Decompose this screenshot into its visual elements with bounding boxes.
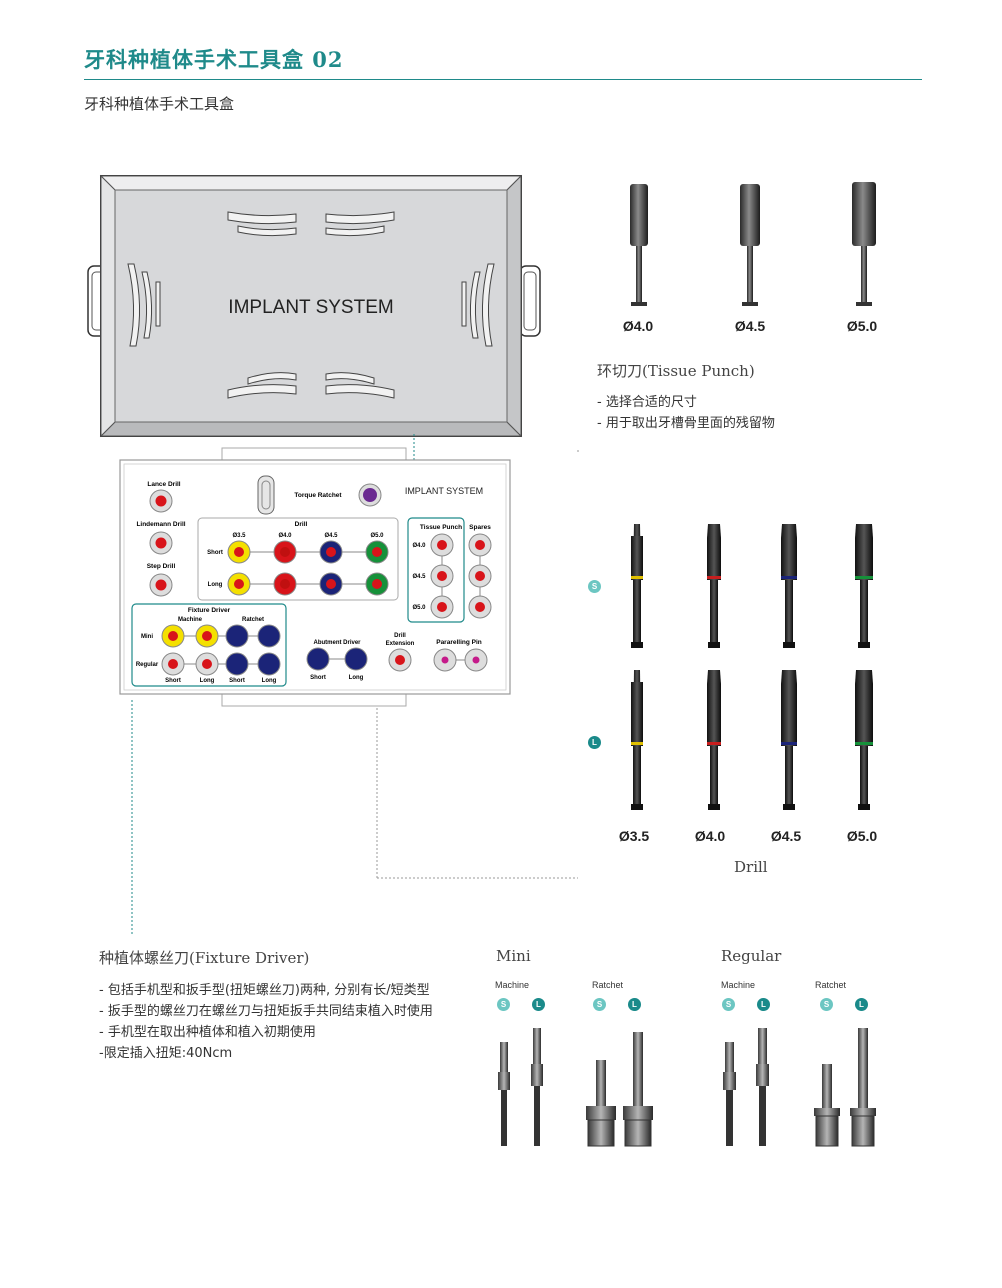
tray-drill-size-label: Ø4.0 — [278, 533, 292, 539]
tray-machine-label: Machine — [178, 617, 203, 623]
tray-fd-short-label-2: Short — [229, 678, 245, 684]
tray-regular-label: Regular — [136, 662, 159, 668]
long-badge: L — [588, 736, 601, 749]
lindemann-drill-label: Lindemann Drill — [136, 521, 185, 528]
mini-ratchet-short — [586, 1060, 616, 1147]
tray-fd-short-label: Short — [165, 678, 181, 684]
drill-size-label: Ø4.0 — [694, 828, 726, 844]
regular-machine-label: Machine — [721, 980, 756, 990]
tray-fd-long-label: Long — [200, 678, 215, 684]
tray-fd-long-label-2: Long — [262, 678, 277, 684]
tray-short-label: Short — [207, 550, 223, 556]
regular-title: Regular — [721, 947, 782, 965]
title-divider — [84, 79, 922, 80]
page-title: 牙科种植体手术工具盒 02 — [84, 47, 344, 72]
mini-machine-short — [498, 1042, 510, 1146]
regular-machine-l-badge: L — [757, 998, 770, 1011]
bullet: - 选择合适的尺寸 — [597, 395, 697, 410]
drill-group-label: Drill — [295, 521, 308, 528]
tray-drill-size-label: Ø4.5 — [324, 533, 338, 539]
tissue-punch-4-0 — [630, 184, 648, 306]
mini-ratchet-l-badge: L — [628, 998, 641, 1011]
mini-machine-l-badge: L — [532, 998, 545, 1011]
drill-short-3-5 — [631, 524, 643, 648]
tray-punch-size-label: Ø4.5 — [412, 574, 426, 580]
regular-machine-s-badge: S — [722, 998, 735, 1011]
abutment-driver-label: Abutment Driver — [313, 640, 361, 646]
tray-long-label: Long — [208, 582, 223, 588]
fixture-driver-tray-label: Fixture Driver — [188, 607, 231, 614]
tray-brand-label: IMPLANT SYSTEM — [405, 486, 483, 496]
drill-short-5-0 — [855, 524, 873, 648]
drill-long-4-0 — [707, 670, 721, 810]
case-lid-image: IMPLANT SYSTEM — [87, 174, 541, 438]
regular-ratchet-short — [814, 1064, 840, 1147]
punch-size-label: Ø4.0 — [622, 318, 654, 334]
fixture-driver-images — [498, 1028, 876, 1147]
drill-caption: Drill — [734, 858, 768, 876]
punch-size-label: Ø4.5 — [734, 318, 766, 334]
tissue-punch-tray-label: Tissue Punch — [420, 524, 462, 531]
step-drill-label: Step Drill — [147, 563, 176, 570]
tissue-punch-images — [630, 182, 876, 306]
short-badge: S — [588, 580, 601, 593]
tissue-punch-4-5 — [740, 184, 760, 306]
spares-label: Spares — [469, 524, 491, 531]
drill-images — [631, 524, 873, 810]
tray-diagram: Lance Drill Lindemann Drill Step Drill T… — [119, 447, 511, 707]
torque-ratchet-label: Torque Ratchet — [294, 492, 342, 499]
regular-ratchet-l-badge: L — [855, 998, 868, 1011]
bullet: - 用于取出牙槽骨里面的残留物 — [597, 416, 775, 431]
lance-drill-label: Lance Drill — [147, 481, 180, 488]
drill-long-4-5 — [781, 670, 797, 810]
regular-ratchet-long — [850, 1028, 876, 1147]
case-lid-label: IMPLANT SYSTEM — [228, 297, 393, 318]
tray-punch-size-label: Ø4.0 — [412, 543, 426, 549]
tissue-punch-caption: 环切刀(Tissue Punch) — [597, 362, 755, 380]
tray-drill-size-label: Ø3.5 — [232, 533, 246, 539]
mini-machine-label: Machine — [495, 980, 530, 990]
drill-size-label: Ø3.5 — [618, 828, 650, 844]
mini-machine-long — [531, 1028, 543, 1146]
tissue-punch-5-0 — [852, 182, 876, 306]
mini-title: Mini — [496, 947, 531, 965]
bullet: - 扳手型的螺丝刀在螺丝刀与扭矩扳手共同结束植入时使用 — [99, 1004, 433, 1019]
regular-machine-long — [756, 1028, 769, 1146]
mini-ratchet-long — [623, 1032, 653, 1147]
mini-ratchet-s-badge: S — [593, 998, 606, 1011]
drill-long-3-5 — [631, 670, 643, 810]
tray-mini-label: Mini — [141, 634, 153, 640]
regular-ratchet-s-badge: S — [820, 998, 833, 1011]
drill-short-4-0 — [707, 524, 721, 648]
mini-ratchet-label: Ratchet — [592, 980, 624, 990]
drill-size-label: Ø5.0 — [846, 828, 878, 844]
bullet: -限定插入扭矩:40Ncm — [99, 1046, 233, 1061]
mini-machine-s-badge: S — [497, 998, 510, 1011]
tray-ratchet-label: Ratchet — [242, 617, 264, 623]
tray-ad-short-label: Short — [310, 675, 326, 681]
drill-extension-label-1: Drill — [394, 633, 406, 639]
drill-size-label: Ø4.5 — [770, 828, 802, 844]
punch-size-label: Ø5.0 — [846, 318, 878, 334]
drill-extension-label-2: Extension — [386, 641, 415, 647]
tissue-punch-bullets: - 选择合适的尺寸 - 用于取出牙槽骨里面的残留物 — [597, 392, 775, 434]
drill-long-5-0 — [855, 670, 873, 810]
bullet: - 包括手机型和扳手型(扭矩螺丝刀)两种, 分别有长/短类型 — [99, 983, 430, 998]
drill-short-4-5 — [781, 524, 797, 648]
fixture-driver-bullets: - 包括手机型和扳手型(扭矩螺丝刀)两种, 分别有长/短类型 - 扳手型的螺丝刀… — [99, 980, 433, 1064]
tray-punch-size-label: Ø5.0 — [412, 605, 426, 611]
tray-ad-long-label: Long — [349, 675, 364, 681]
page-subtitle: 牙科种植体手术工具盒 — [84, 95, 235, 113]
regular-machine-short — [723, 1042, 736, 1146]
tray-drill-size-label: Ø5.0 — [370, 533, 384, 539]
fixture-driver-caption: 种植体螺丝刀(Fixture Driver) — [99, 949, 310, 967]
pararelling-pin-label: Pararelling Pin — [436, 639, 482, 646]
regular-ratchet-label: Ratchet — [815, 980, 847, 990]
bullet: - 手机型在取出种植体和植入初期使用 — [99, 1025, 316, 1040]
